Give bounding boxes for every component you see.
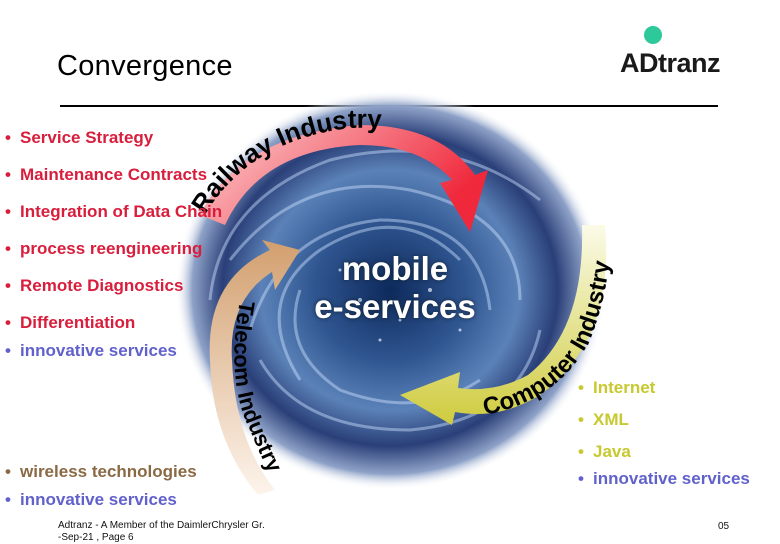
- bullet-item: •innovative services: [5, 341, 177, 360]
- bullet-item: •Maintenance Contracts: [5, 165, 208, 184]
- bullet-item: •Service Strategy: [5, 128, 154, 147]
- logo-text: ADtranz: [620, 48, 721, 78]
- bullet-item: •Internet: [578, 378, 656, 397]
- telecom-bullet-list: •wireless technologies •innovative servi…: [5, 458, 197, 514]
- bullet-item: •wireless technologies: [5, 462, 197, 481]
- bullet-item: •innovative services: [5, 490, 177, 509]
- footer-line-1: Adtranz - A Member of the DaimlerChrysle…: [58, 520, 265, 531]
- center-line-1: mobile: [341, 250, 449, 287]
- center-line-2: e-services: [314, 288, 476, 325]
- bullet-item: •innovative services: [578, 469, 750, 488]
- footer-line-2: -Sep-21 , Page 6: [58, 532, 134, 543]
- computer-bullet-list: •Internet •XML •Java •innovative service…: [578, 372, 750, 490]
- center-label: mobile e-services: [305, 250, 485, 326]
- bullet-item: •process reengineering: [5, 239, 203, 258]
- bullet-item: •Differentiation: [5, 313, 136, 332]
- page-number: 05: [718, 521, 730, 532]
- logo-dot-icon: [644, 26, 662, 44]
- bullet-item: •XML: [578, 410, 629, 429]
- footer-text: Adtranz - A Member of the DaimlerChrysle…: [58, 520, 265, 544]
- slide-title: Convergence: [57, 50, 233, 82]
- bullet-item: •Remote Diagnostics: [5, 276, 184, 295]
- bullet-item: •Integration of Data Chain: [5, 202, 223, 221]
- railway-bullet-list: •Service Strategy •Maintenance Contracts…: [5, 128, 222, 361]
- adtranz-logo: ADtranz: [620, 22, 730, 78]
- bullet-item: •Java: [578, 442, 631, 461]
